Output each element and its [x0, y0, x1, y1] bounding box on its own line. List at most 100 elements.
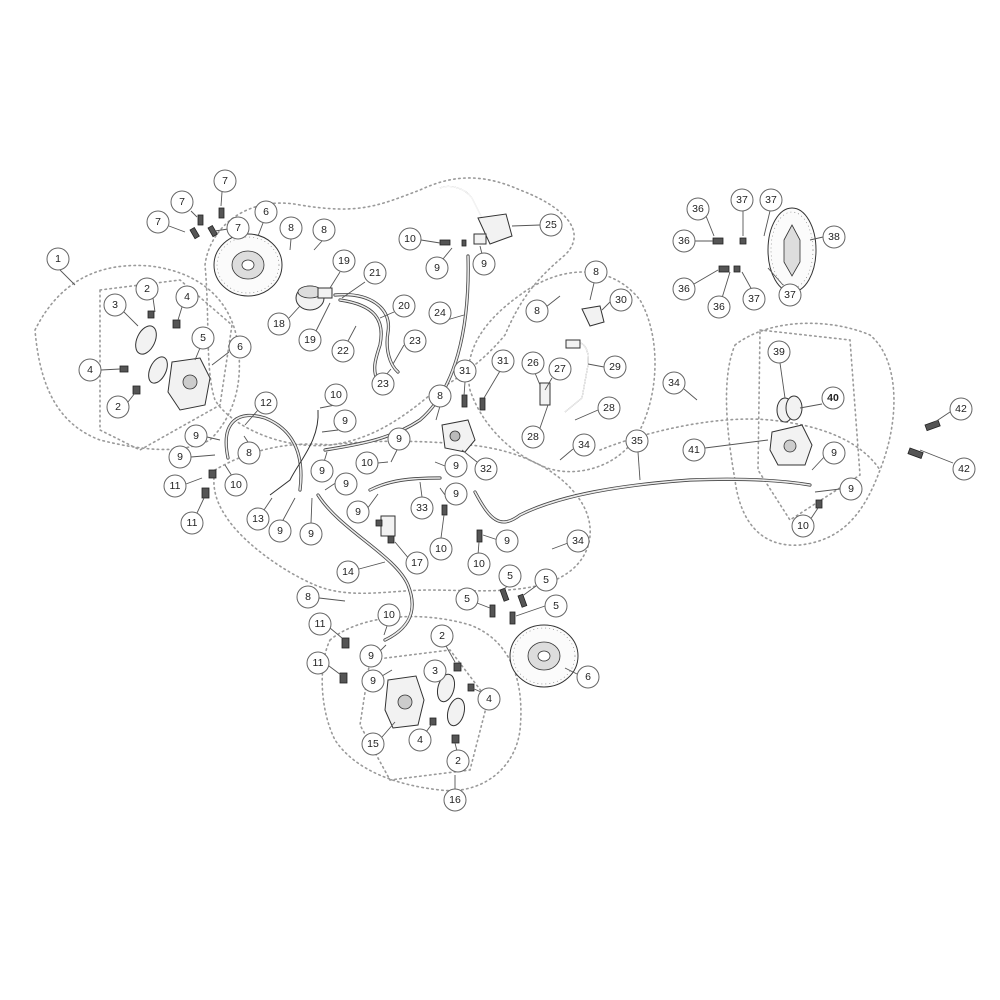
svg-text:36: 36: [692, 203, 704, 215]
callout-5b: 5: [520, 568, 558, 598]
svg-text:17: 17: [411, 557, 423, 569]
svg-text:10: 10: [473, 558, 485, 570]
callout-5: 5: [191, 326, 215, 361]
svg-text:9: 9: [453, 488, 459, 500]
callout-2c: 2: [430, 624, 456, 663]
svg-text:20: 20: [398, 300, 410, 312]
svg-text:8: 8: [534, 305, 540, 317]
callout-34b: 34: [559, 433, 596, 461]
svg-text:4: 4: [87, 364, 93, 376]
callout-9g: 9: [321, 409, 357, 433]
callout-9r: 9: [361, 669, 393, 693]
sensor-cable-13: [269, 409, 319, 496]
callout-34c: 34: [551, 529, 590, 553]
callout-12: 12: [244, 391, 278, 426]
svg-text:9: 9: [319, 465, 325, 477]
svg-text:38: 38: [828, 231, 840, 243]
svg-text:34: 34: [572, 535, 584, 547]
callout-9j: 9: [268, 497, 296, 543]
callout-9b: 9: [472, 245, 496, 276]
callout-6a: 6: [211, 335, 252, 366]
svg-text:9: 9: [848, 483, 854, 495]
rear-caliper-assembly: [769, 395, 813, 466]
callout-9i: 9: [324, 472, 358, 496]
callout-33: 33: [410, 481, 434, 520]
callout-10c: 10: [224, 464, 248, 497]
svg-text:9: 9: [308, 528, 314, 540]
svg-text:31: 31: [459, 365, 471, 377]
callout-6c: 6: [564, 665, 600, 689]
svg-text:19: 19: [338, 255, 350, 267]
svg-text:9: 9: [504, 535, 510, 547]
callout-40: 40: [799, 386, 845, 410]
callout-5d: 5: [515, 594, 568, 618]
callout-9q: 9: [359, 644, 387, 668]
front-master-cylinder: [439, 185, 513, 245]
callout-15: 15: [361, 721, 396, 756]
svg-text:10: 10: [383, 609, 395, 621]
callout-9p: 9: [482, 529, 519, 553]
svg-text:10: 10: [230, 479, 242, 491]
callout-9h: 9: [310, 451, 334, 483]
hose-35: [473, 477, 812, 524]
callout-39: 39: [767, 340, 791, 399]
callout-10d: 10: [319, 383, 348, 409]
callout-30: 30: [601, 288, 633, 312]
callout-9a: 9: [425, 247, 453, 280]
callout-11d: 11: [306, 651, 342, 676]
svg-text:22: 22: [337, 345, 349, 357]
bracket-part: [581, 305, 605, 327]
svg-text:9: 9: [370, 675, 376, 687]
callout-11c: 11: [308, 612, 343, 639]
svg-text:36: 36: [678, 235, 690, 247]
svg-text:39: 39: [773, 346, 785, 358]
group-outline-front-master-cylinder: [204, 177, 575, 447]
svg-text:2: 2: [455, 755, 461, 767]
svg-text:42: 42: [958, 463, 970, 475]
svg-text:27: 27: [554, 363, 566, 375]
callout-38: 38: [809, 225, 846, 249]
svg-text:10: 10: [797, 520, 809, 532]
callout-9o: 9: [439, 482, 468, 506]
svg-text:5: 5: [200, 332, 206, 344]
svg-text:10: 10: [435, 543, 447, 555]
svg-text:8: 8: [305, 591, 311, 603]
svg-text:5: 5: [543, 574, 549, 586]
callout-32: 32: [461, 449, 498, 481]
svg-text:30: 30: [615, 294, 627, 306]
svg-text:5: 5: [464, 593, 470, 605]
front-right-brake-disc: [509, 624, 579, 688]
svg-text:28: 28: [603, 402, 615, 414]
callout-16: 16: [443, 775, 467, 812]
callout-10f: 10: [429, 514, 453, 561]
svg-text:8: 8: [246, 447, 252, 459]
svg-text:1: 1: [55, 253, 61, 265]
svg-text:10: 10: [361, 457, 373, 469]
svg-text:28: 28: [527, 431, 539, 443]
callout-28a: 28: [521, 404, 549, 449]
callout-9k: 9: [299, 497, 323, 546]
svg-text:8: 8: [321, 224, 327, 236]
callout-4a: 4: [175, 285, 199, 321]
callout-23a: 23: [392, 329, 427, 365]
group-outline-rear-line-branch: [599, 418, 881, 471]
callout-8c: 8: [584, 260, 608, 301]
callout-37c: 37: [741, 271, 766, 311]
svg-text:7: 7: [235, 222, 241, 234]
callout-23b: 23: [371, 368, 395, 396]
callout-2d: 2: [446, 742, 470, 773]
svg-text:9: 9: [368, 650, 374, 662]
callout-9n: 9: [346, 493, 379, 524]
group-outline-front-left-caliper: [34, 264, 241, 451]
callout-10g: 10: [467, 541, 491, 576]
callout-42a: 42: [931, 397, 973, 425]
callout-20: 20: [379, 294, 416, 319]
callout-9c: 9: [811, 441, 846, 471]
svg-text:7: 7: [222, 175, 228, 187]
callout-29: 29: [587, 355, 627, 379]
callout-8d: 8: [525, 295, 561, 323]
callout-7b: 7: [170, 190, 198, 218]
svg-text:4: 4: [486, 693, 492, 705]
svg-text:23: 23: [377, 378, 389, 390]
callout-8e: 8: [428, 384, 452, 421]
